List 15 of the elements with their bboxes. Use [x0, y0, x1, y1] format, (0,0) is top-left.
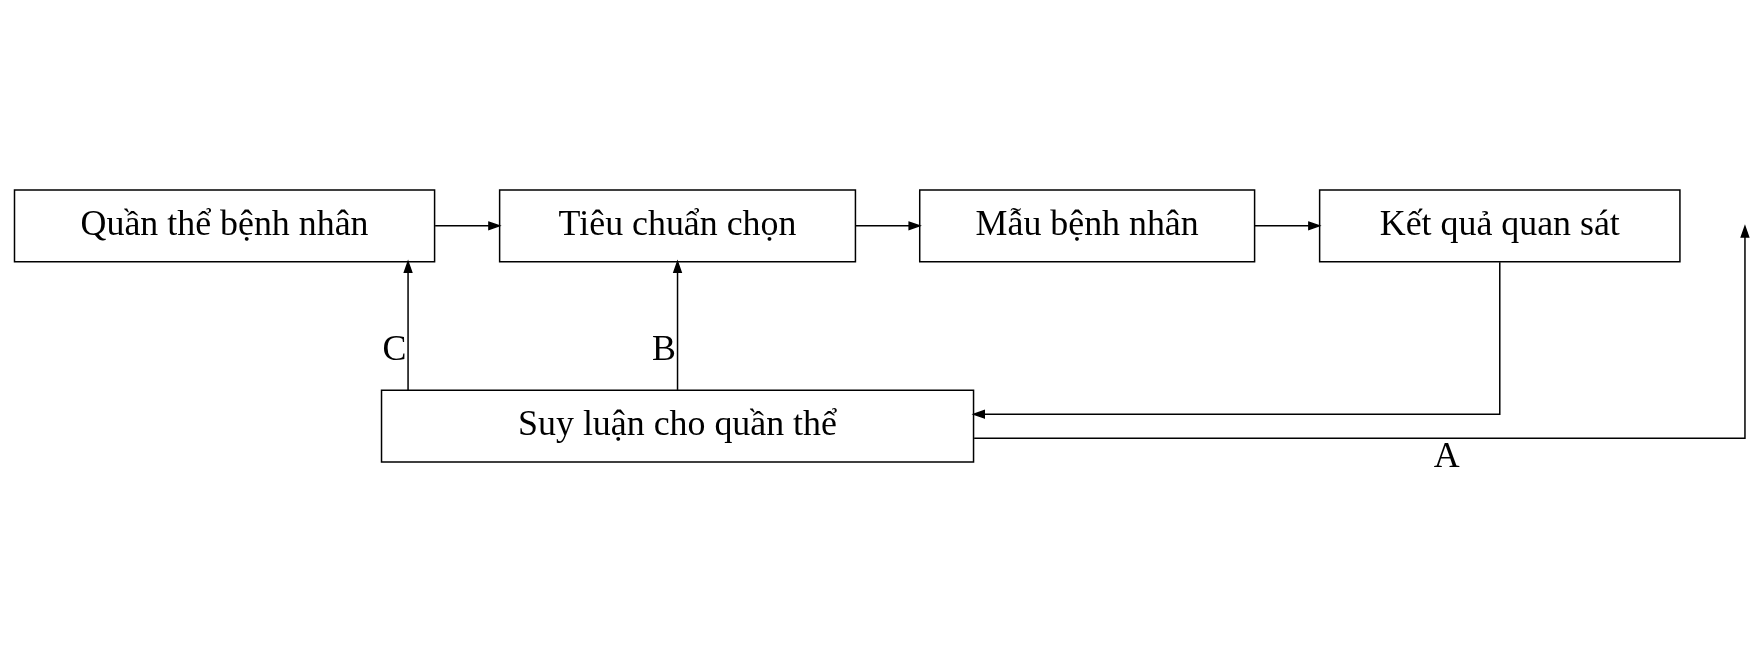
- arrow: [434, 221, 502, 231]
- node-box: Mẫu bệnh nhân: [918, 189, 1256, 263]
- arrow: [973, 224, 1750, 439]
- edge-label: A: [1433, 434, 1460, 475]
- node-box: Kết quả quan sát: [1318, 189, 1681, 263]
- arrow: [855, 221, 922, 231]
- arrow: [403, 259, 413, 391]
- node-box: Tiêu chuẩn chọn: [498, 189, 857, 263]
- arrow: [1254, 221, 1322, 231]
- arrow: [672, 259, 683, 391]
- node-box: Suy luận cho quần thể: [380, 389, 975, 463]
- edge-label: B: [652, 327, 677, 368]
- edge-label: C: [382, 327, 407, 368]
- arrow: [971, 261, 1501, 419]
- node-box: Quần thể bệnh nhân: [13, 189, 436, 263]
